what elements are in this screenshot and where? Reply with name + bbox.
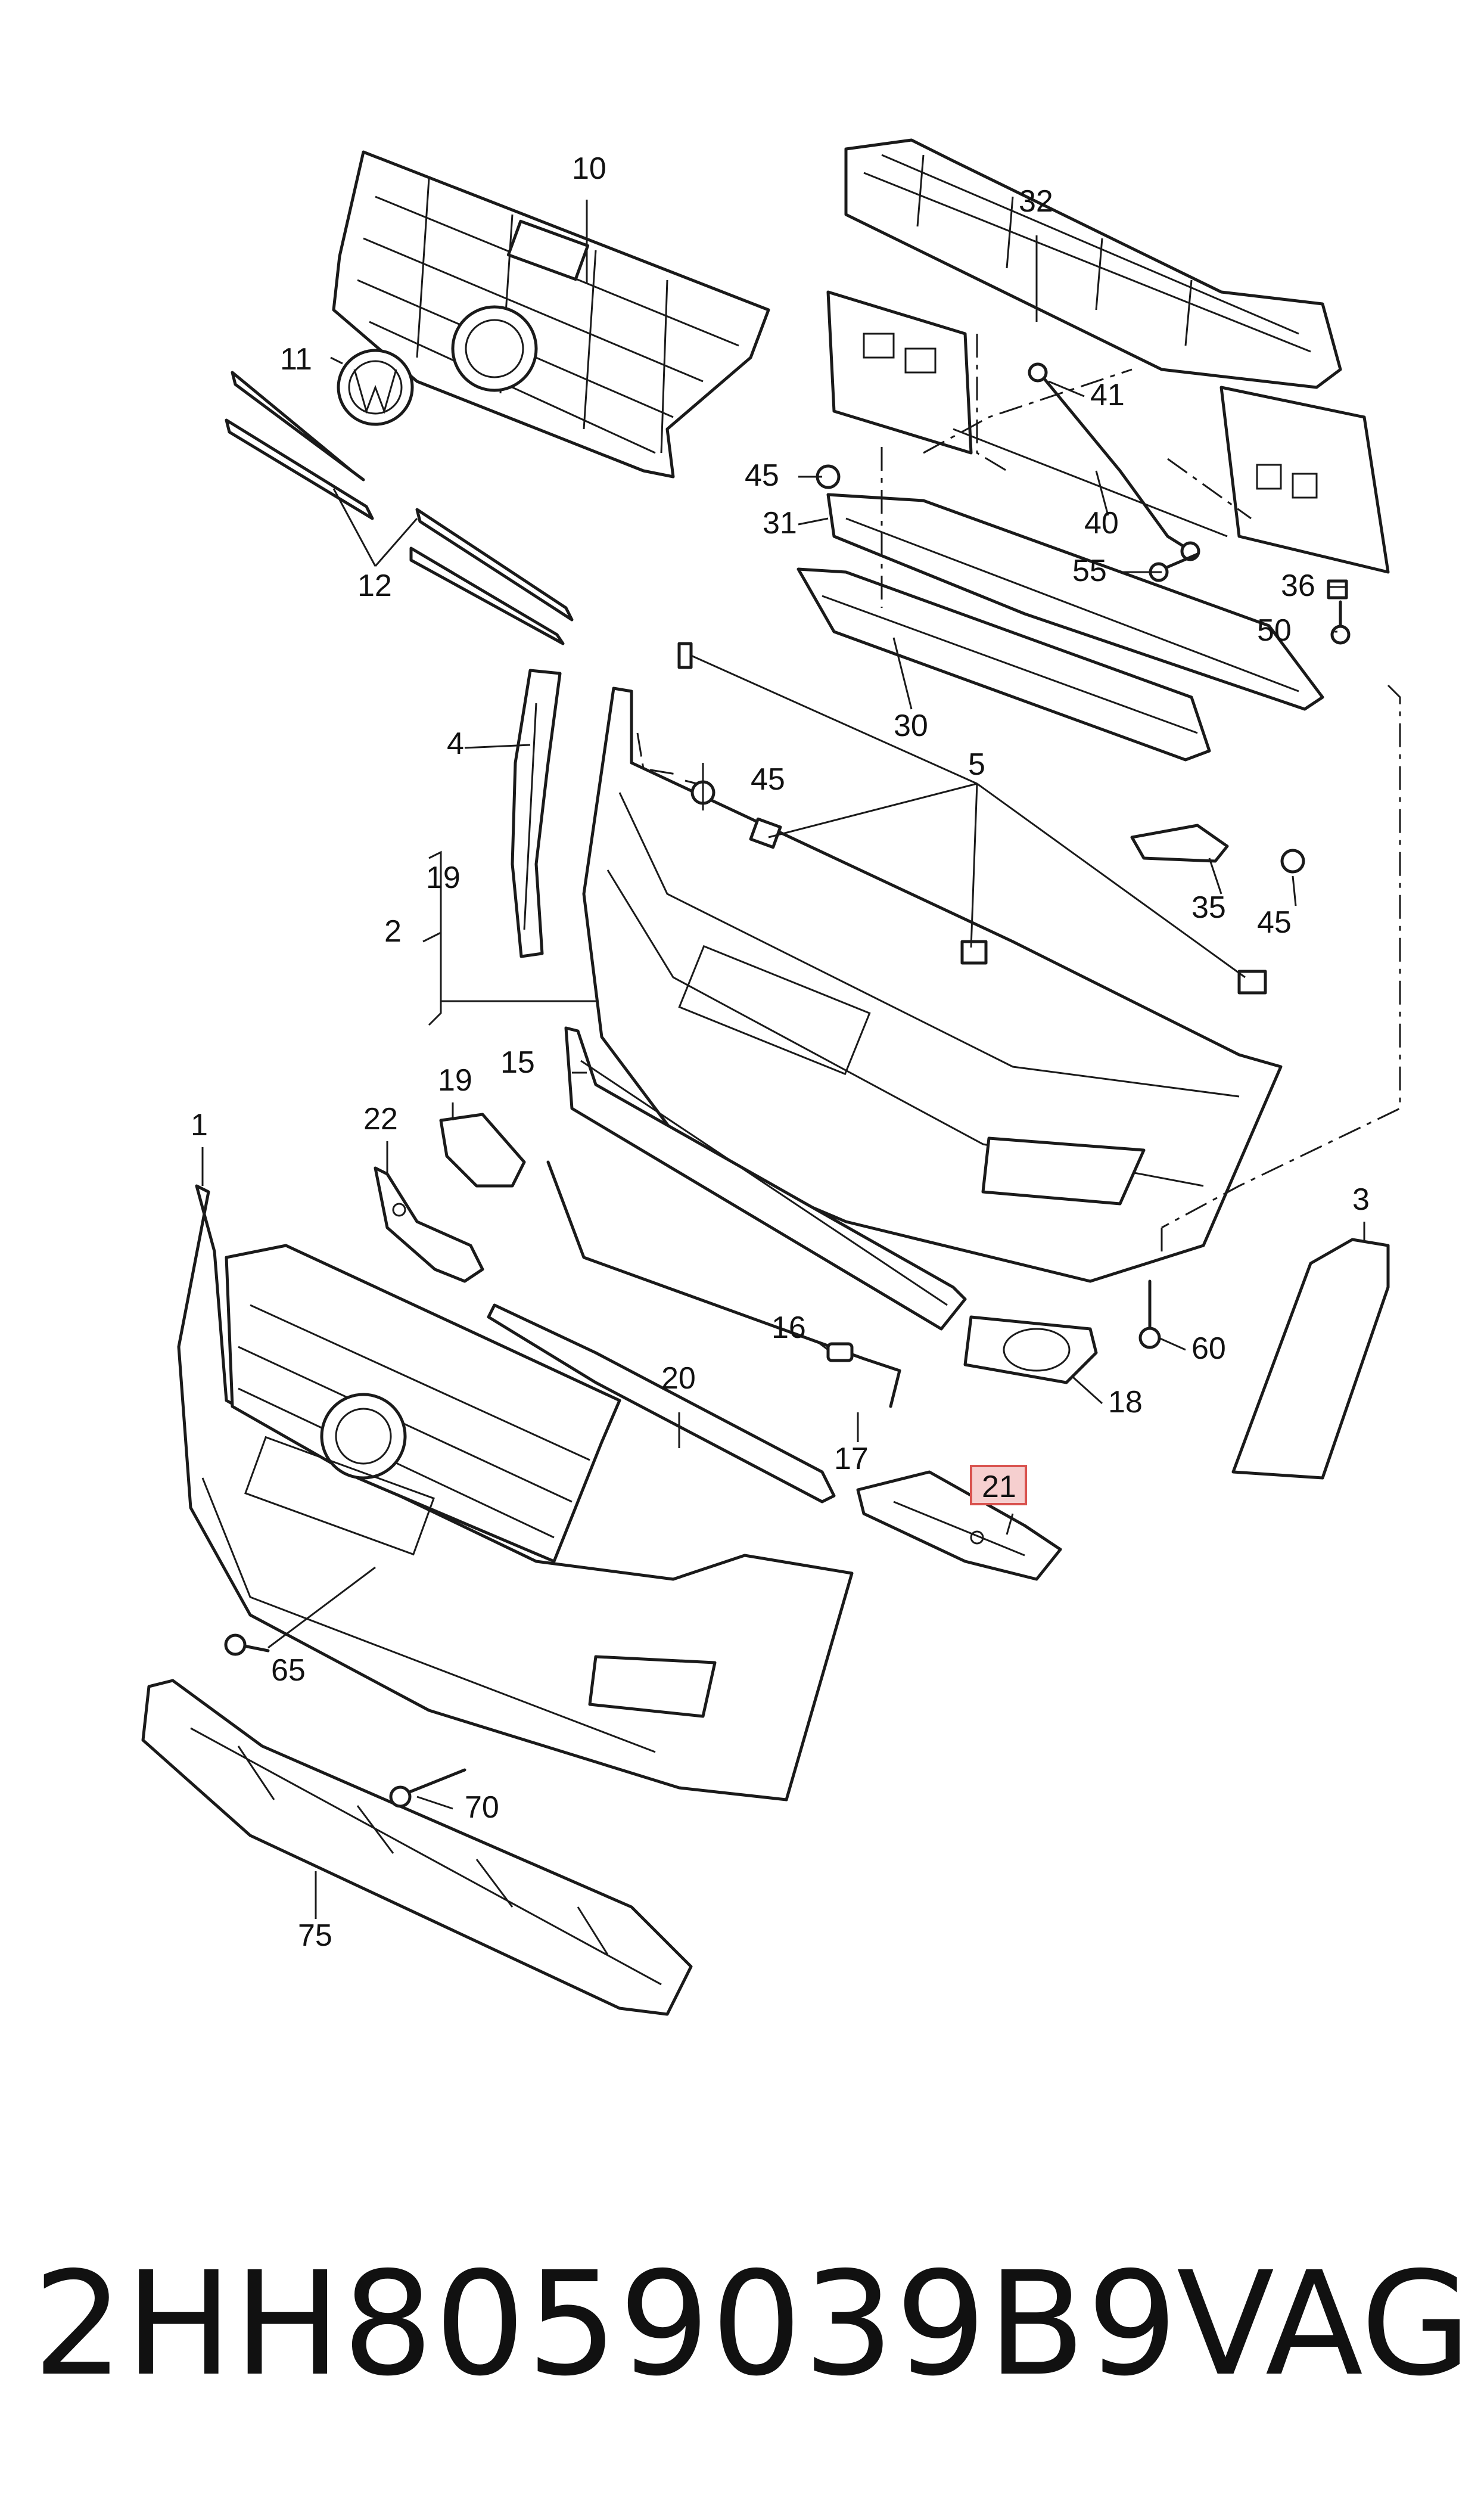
callout-65: 65 — [271, 1653, 306, 1688]
callout-36: 36 — [1281, 569, 1315, 603]
screw-65 — [224, 1633, 270, 1656]
callout-35: 35 — [1191, 890, 1226, 925]
clip-5-c — [1237, 970, 1267, 995]
screw-50 — [1330, 600, 1351, 645]
callout-20: 20 — [661, 1361, 696, 1396]
clip-5-b — [960, 940, 988, 965]
part-22-bracket — [374, 1166, 484, 1283]
clip-5-d — [677, 642, 693, 669]
callout-5: 5 — [968, 747, 985, 782]
callout-21: 21 — [982, 1470, 1016, 1504]
part-19-small-bracket — [439, 1113, 526, 1188]
bolt-70 — [389, 1768, 466, 1808]
part-10-upper-grille — [332, 150, 770, 479]
callout-45-right: 45 — [1257, 905, 1292, 940]
callout-labels: 10 11 12 32 41 45 31 40 55 36 50 30 5 4 … — [191, 151, 1370, 1953]
callout-17: 17 — [834, 1442, 869, 1476]
fastener-45-right — [1280, 849, 1305, 874]
callout-40: 40 — [1084, 506, 1119, 541]
screw-55 — [1149, 552, 1199, 582]
part-18-fog-light-frame — [963, 1315, 1098, 1384]
part-4-side-guide — [511, 669, 562, 958]
clip-35 — [1130, 824, 1229, 863]
part-32-cross-member — [844, 138, 1342, 389]
front-frame-member — [826, 290, 1390, 574]
brand-label: VAG — [1177, 2241, 1471, 2408]
part-1-assembled-bumper — [177, 1184, 854, 1801]
callout-22: 22 — [363, 1102, 398, 1136]
part-2-bumper-cover-upper — [582, 687, 1283, 1283]
part-30-energy-absorber — [797, 567, 1211, 762]
callout-2: 2 — [384, 914, 402, 949]
leader-lines — [201, 200, 1365, 1919]
callout-75: 75 — [298, 1918, 332, 1953]
part-20-trim-strip — [487, 1303, 836, 1504]
callout-11: 11 — [280, 342, 312, 377]
callout-15: 15 — [500, 1045, 535, 1080]
part-75-skid-plate — [141, 1679, 693, 2016]
callout-60: 60 — [1191, 1331, 1226, 1366]
callout-12: 12 — [357, 569, 392, 603]
fastener-45-middle — [690, 763, 715, 810]
part-17-moulding — [546, 1160, 901, 1408]
callout-31: 31 — [763, 506, 797, 541]
callout-4: 4 — [447, 726, 464, 761]
part-21-bracket-highlighted — [856, 1470, 1062, 1581]
callout-19-lower: 19 — [438, 1063, 472, 1098]
part-31-bumper-bracket — [826, 493, 1324, 711]
callout-55: 55 — [1072, 554, 1107, 588]
callout-41: 41 — [1090, 378, 1125, 412]
callout-18: 18 — [1108, 1385, 1143, 1420]
callout-32: 32 — [1019, 184, 1053, 219]
callout-70: 70 — [465, 1790, 499, 1825]
part-15-lower-grille — [564, 1026, 967, 1331]
nut-36 — [1327, 579, 1348, 600]
part-12-trim-strips — [225, 371, 574, 645]
callout-3: 3 — [1352, 1182, 1370, 1217]
callout-21-highlight-box — [970, 1465, 1027, 1505]
screw-60 — [1138, 1279, 1161, 1349]
callout-45-middle: 45 — [751, 762, 785, 797]
assembly-lines — [636, 334, 1401, 1257]
clip-5-a — [749, 817, 782, 849]
part-11-emblem — [337, 349, 414, 426]
callout-19-upper: 19 — [426, 861, 461, 895]
part-3-side-trim — [1231, 1238, 1390, 1480]
callout-10: 10 — [572, 151, 606, 186]
callout-30: 30 — [894, 709, 928, 743]
part-number: 2HH8059039B9 — [33, 2241, 1179, 2408]
callout-50: 50 — [1257, 613, 1292, 648]
part-number-footer: 2HH8059039B9 VAG — [33, 2241, 1471, 2408]
callout-45-upper: 45 — [745, 458, 779, 493]
part-16-clip — [826, 1342, 854, 1362]
callout-16: 16 — [771, 1310, 806, 1345]
callout-1: 1 — [191, 1108, 208, 1142]
